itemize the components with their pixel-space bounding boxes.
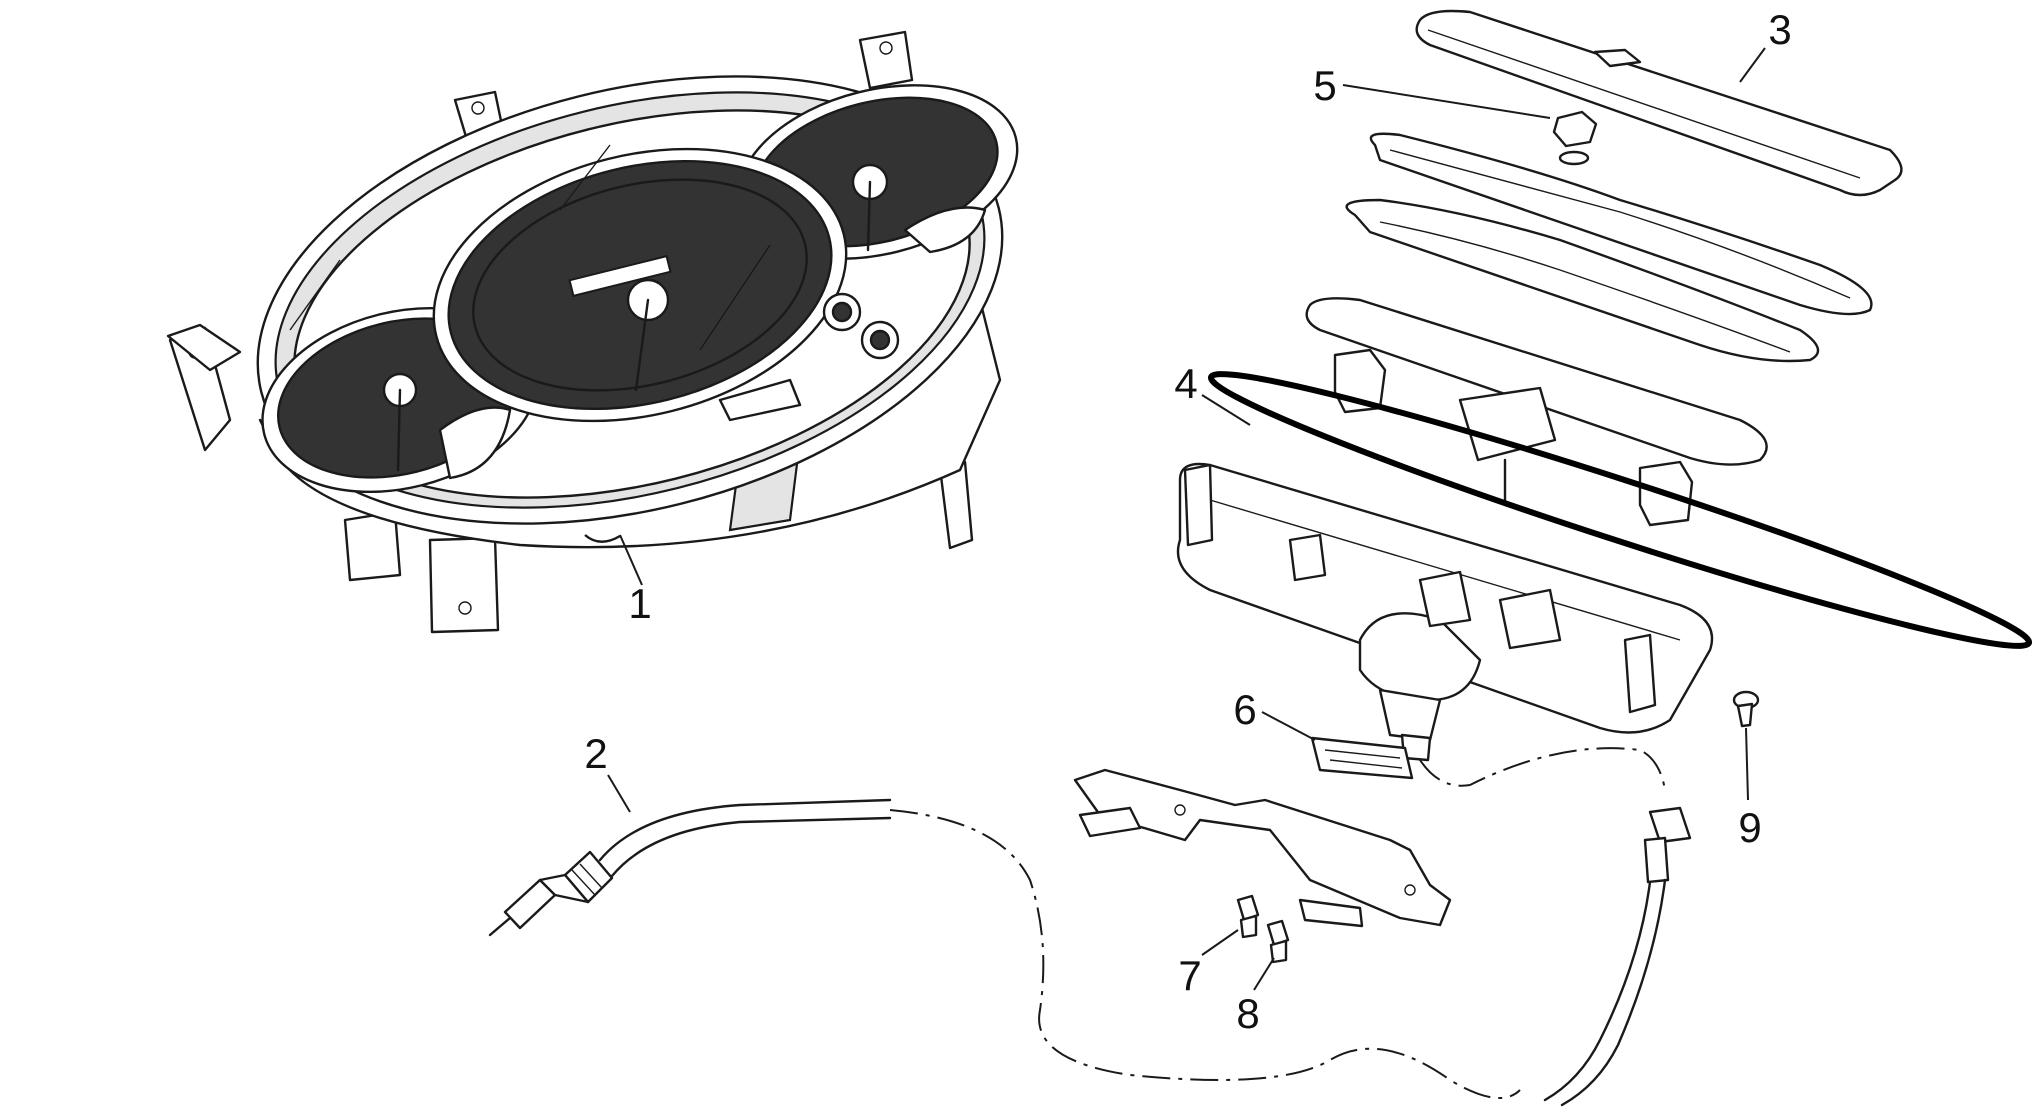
rear-housing	[1176, 462, 1714, 762]
callout-7: 7	[1178, 952, 1201, 999]
callout-3: 3	[1768, 6, 1791, 53]
mounting-bracket	[1073, 768, 1452, 928]
part-3-lens-cover[interactable]	[1415, 9, 1903, 197]
part-8-bulb[interactable]	[1266, 919, 1290, 964]
callout-6: 6	[1233, 686, 1256, 733]
part-5-clip[interactable]	[1552, 110, 1598, 166]
part-7-bulb[interactable]	[1236, 894, 1260, 939]
callout-1: 1	[628, 580, 651, 627]
part-1-instrument-cluster[interactable]	[166, 4, 1050, 634]
leader-lines	[607, 47, 1766, 991]
part-6-connector[interactable]	[1310, 736, 1414, 780]
callout-8: 8	[1236, 990, 1259, 1037]
callout-5: 5	[1313, 62, 1336, 109]
wire-harness	[1419, 747, 1692, 1107]
bezel-rings	[1305, 132, 1873, 466]
callout-4: 4	[1174, 360, 1197, 407]
callout-9: 9	[1738, 804, 1761, 851]
callout-2: 2	[584, 730, 607, 777]
part-9-screw[interactable]	[1732, 690, 1760, 728]
callout-labels: 1 2 3 4 5 6 7 8 9	[584, 6, 1791, 1037]
part-4-gasket-ring[interactable]	[1202, 349, 2038, 672]
part-2-speedometer-cable[interactable]	[488, 798, 1521, 1099]
